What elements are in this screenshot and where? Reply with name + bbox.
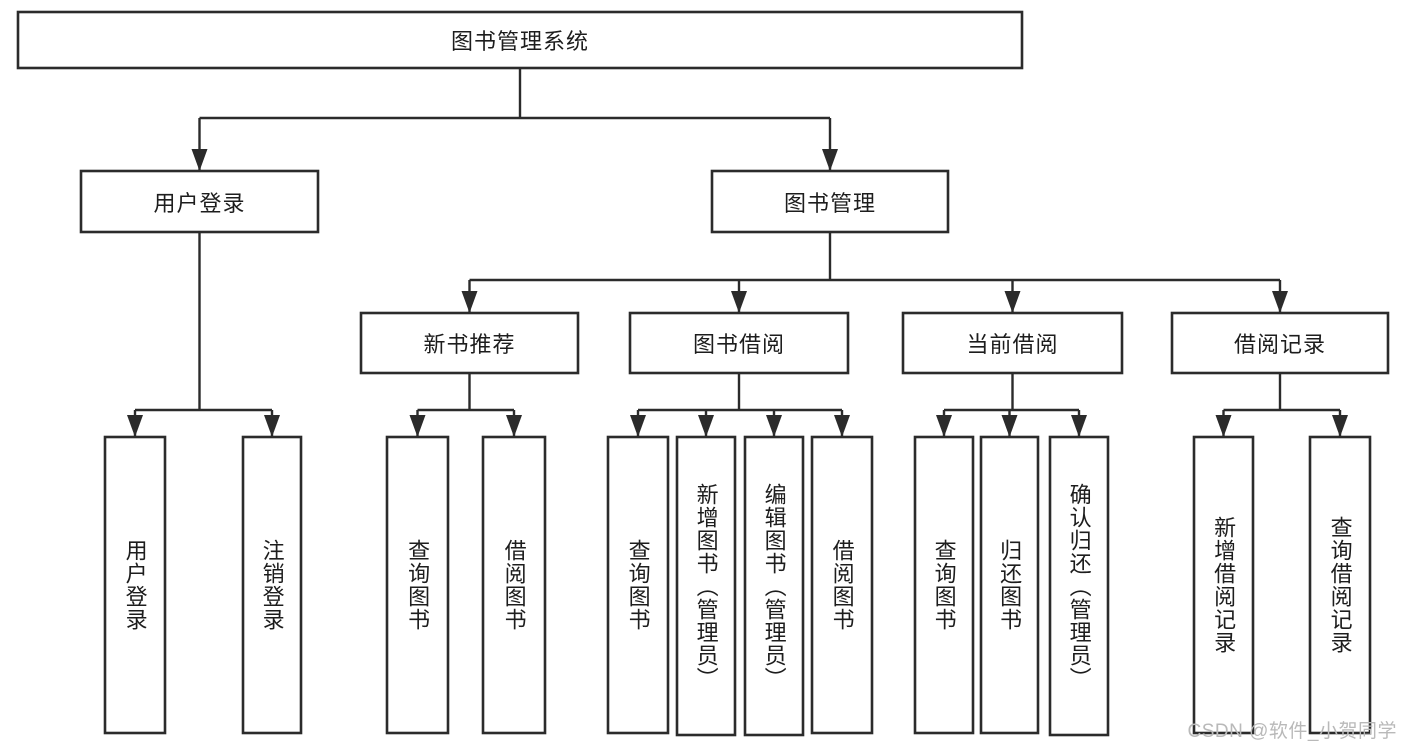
arrow-head-icon (834, 415, 850, 437)
node-借阅记录-box (1170, 311, 1390, 375)
arrow-head-icon (630, 415, 646, 437)
arrow-head-icon (731, 291, 747, 313)
connector-lines (127, 68, 1348, 437)
node-新增图书管理员-box (675, 435, 737, 737)
node-图书管理-box (710, 169, 950, 234)
node-图书借阅-box (628, 311, 850, 375)
node-新书推荐-box (359, 311, 580, 375)
arrow-head-icon (1004, 291, 1021, 313)
arrow-head-icon (1001, 415, 1018, 437)
arrow-head-icon (1332, 415, 1348, 437)
arrow-head-icon (766, 415, 782, 437)
arrow-head-icon (461, 291, 478, 313)
node-图书管理系统-box (16, 10, 1024, 70)
node-归还图书-box (979, 435, 1040, 735)
node-用户登录-box (79, 169, 320, 234)
arrow-head-icon (1215, 415, 1232, 437)
node-boxes (16, 10, 1390, 737)
arrow-head-icon (264, 415, 280, 437)
arrow-head-icon (191, 149, 208, 171)
arrow-head-icon (1272, 291, 1288, 313)
node-用户登录-box (103, 435, 167, 735)
node-查询图书-box (606, 435, 670, 735)
node-查询图书-box (385, 435, 450, 735)
watermark-text: CSDN @软件_小贺同学 (1187, 721, 1397, 742)
arrow-head-icon (1071, 415, 1087, 437)
node-借阅图书-box (810, 435, 874, 735)
arrow-head-icon (506, 415, 522, 437)
arrow-head-icon (698, 415, 714, 437)
node-确认归还管理员-box (1048, 435, 1110, 737)
arrow-head-icon (409, 415, 426, 437)
node-当前借阅-box (901, 311, 1124, 375)
node-查询图书-box (913, 435, 975, 735)
node-借阅图书-box (481, 435, 547, 735)
arrow-head-icon (127, 415, 143, 437)
node-注销登录-box (241, 435, 303, 735)
node-新增借阅记录-box (1192, 435, 1255, 735)
node-查询借阅记录-box (1308, 435, 1372, 735)
arrow-head-icon (936, 415, 952, 437)
node-编辑图书管理员-box (743, 435, 805, 737)
arrow-head-icon (822, 149, 838, 171)
